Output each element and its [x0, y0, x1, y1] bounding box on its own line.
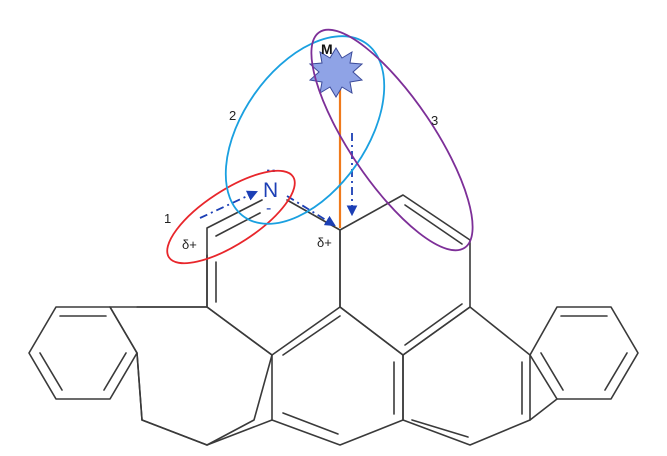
metal-label: M	[321, 41, 333, 57]
region-3-ellipse	[310, 28, 474, 252]
delta-plus-left: δ+	[182, 237, 197, 252]
nitrogen-ring	[206, 199, 263, 308]
arrow-to-nitrogen	[199, 190, 258, 219]
right-benzene-ring	[529, 306, 639, 400]
carbon-skeleton	[28, 194, 639, 446]
region-2-label: 2	[229, 108, 236, 123]
central-ring	[271, 306, 404, 446]
region-1-label: 1	[164, 211, 171, 226]
upper-right-ring	[339, 194, 471, 356]
region-1-ellipse	[166, 169, 296, 265]
n-charge: -	[266, 200, 271, 217]
middle-right-ring	[402, 306, 531, 446]
nitrogen-label: N	[263, 179, 278, 202]
region-3-label: 3	[431, 113, 438, 128]
left-benzene-ring	[28, 306, 138, 400]
delta-plus-right: δ+	[317, 235, 332, 250]
star-burst-icon	[308, 47, 364, 98]
middle-left-ring	[109, 254, 273, 446]
region-2-ellipse	[224, 35, 386, 225]
